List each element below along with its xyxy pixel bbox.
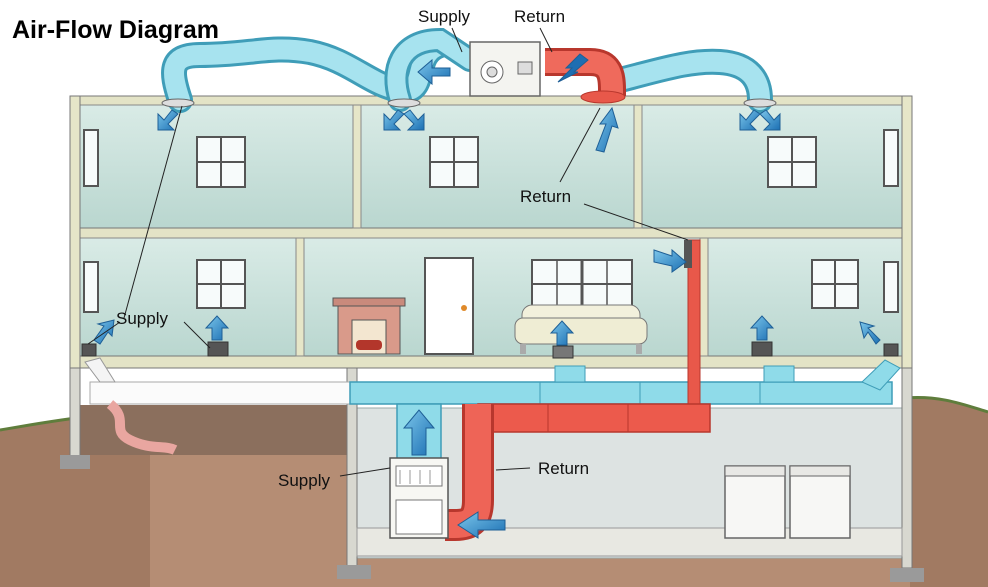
label-return-top: Return [514, 7, 565, 26]
air-handler [469, 41, 541, 97]
label-return-attic: Return [520, 187, 571, 206]
label-return-basement: Return [538, 459, 589, 478]
ceiling-registers [161, 98, 777, 108]
window [196, 259, 246, 309]
fireplace [332, 297, 406, 355]
window [429, 136, 479, 188]
side-window [83, 129, 899, 313]
return-ducts [445, 48, 711, 541]
leader-lines [87, 27, 689, 477]
windows [83, 129, 899, 313]
window [767, 136, 817, 188]
washer [724, 465, 786, 539]
label-supply-left: Supply [116, 309, 168, 328]
window [531, 259, 633, 309]
dryer [789, 465, 851, 539]
airflow-arrows [81, 53, 899, 539]
label-supply-basement: Supply [278, 471, 330, 490]
window [196, 136, 246, 188]
crawlspace-insulation [89, 381, 351, 455]
window [811, 259, 859, 309]
door [424, 257, 474, 355]
furnace [389, 457, 449, 539]
couch [514, 304, 648, 354]
label-supply-top: Supply [418, 7, 470, 26]
diagram-title: Air-Flow Diagram [12, 16, 219, 44]
supply-ducts [84, 27, 901, 461]
